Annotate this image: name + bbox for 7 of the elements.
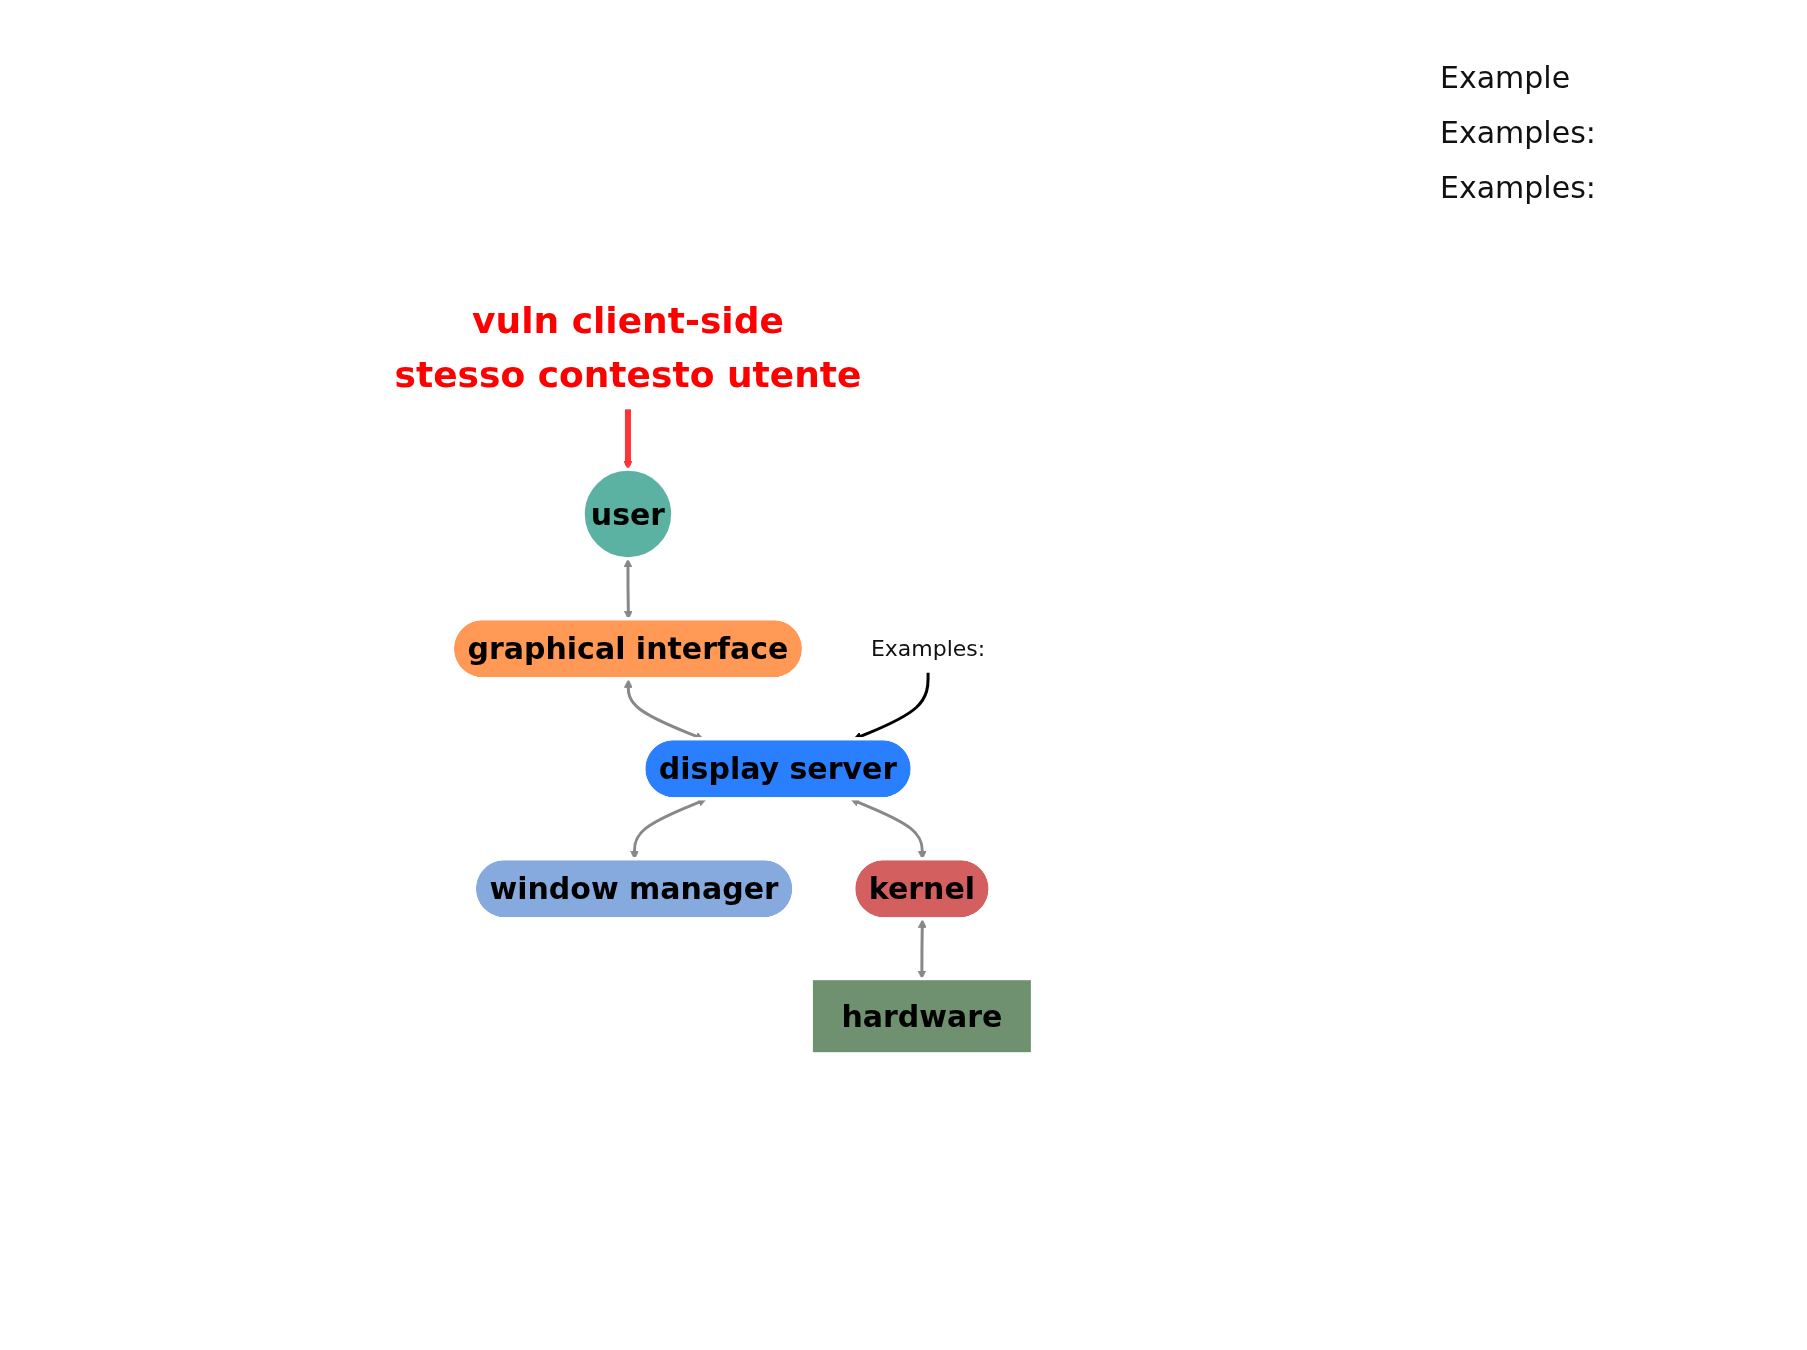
note-text: Examples: (1440, 170, 1597, 205)
node-text: vuln client-side stesso contesto utente (394, 299, 862, 395)
node-circle: user (582, 467, 675, 561)
arrow (623, 409, 633, 470)
note-text: Examples: (1440, 115, 1597, 150)
note-text: Example (1440, 60, 1572, 95)
node-text: Examples: (871, 636, 986, 662)
